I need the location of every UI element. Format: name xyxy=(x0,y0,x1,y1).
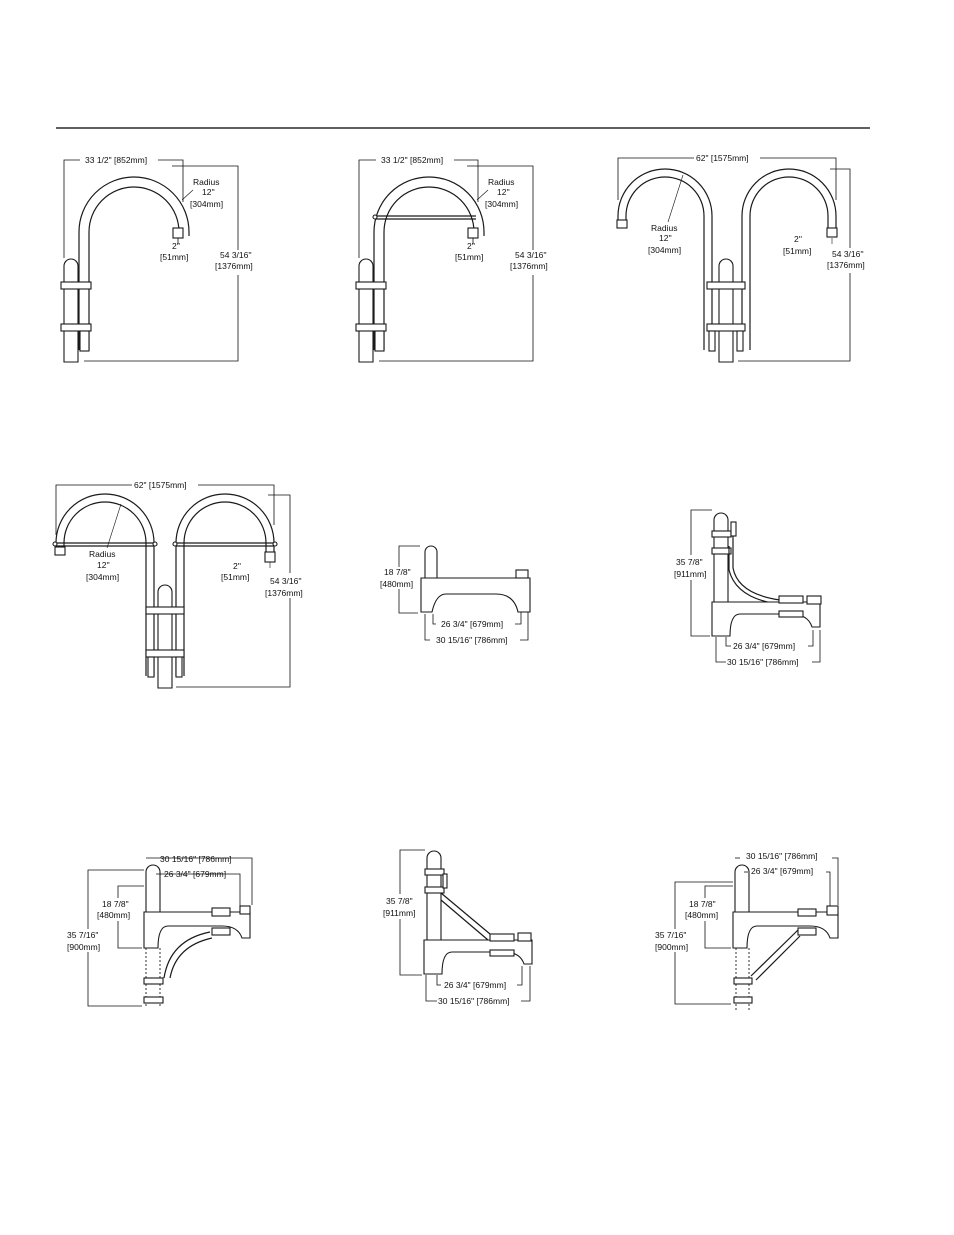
bracket-body xyxy=(143,864,251,1008)
drop-mm-label: [51mm] xyxy=(221,572,249,582)
dimension-lines xyxy=(358,159,534,362)
reach-outer-label: 30 15/16" [786mm] xyxy=(436,635,508,645)
bracket-body xyxy=(732,864,839,1010)
height-inch-label: 54 3/16'' xyxy=(515,250,547,260)
dimension-lines xyxy=(674,857,839,1005)
radius-label: Radius xyxy=(488,177,514,187)
height-inch-label: 35 7/8" xyxy=(676,557,703,567)
width-label: 33 1/2" [852mm] xyxy=(381,155,443,165)
height-mm-label: [1376mm] xyxy=(510,261,548,271)
reach-inner-label: 26 3/4" [679mm] xyxy=(441,619,503,629)
radius-inch-label: 12'' xyxy=(497,187,510,197)
diagram-double-gooseneck: 62" [1575mm] Radius 12'' [304mm] 2'' [51… xyxy=(616,153,865,363)
radius-mm-label: [304mm] xyxy=(86,572,119,582)
double-gooseneck-pipe xyxy=(52,493,278,676)
bracket-body xyxy=(420,545,531,613)
height-inch-label: 54 3/16'' xyxy=(270,576,302,586)
height-inch-label: 54 3/16'' xyxy=(220,250,252,260)
height-short-inch-label: 18 7/8" xyxy=(102,899,129,909)
radius-inch-label: 12'' xyxy=(97,560,110,570)
height-mm-label: [1376mm] xyxy=(827,260,865,270)
width-label: 33 1/2" [852mm] xyxy=(85,155,147,165)
radius-label: Radius xyxy=(89,549,115,559)
height-short-mm-label: [480mm] xyxy=(97,910,130,920)
diagram-single-gooseneck-crossbar: 33 1/2" [852mm] Radius 12'' [304mm] 2'' … xyxy=(355,155,548,363)
faucet-post xyxy=(145,584,185,689)
height-tall-inch-label: 35 7/16" xyxy=(655,930,686,940)
gooseneck-pipe xyxy=(372,176,485,350)
diagram-double-gooseneck-crossbar: 62" [1575mm] Radius 12'' [304mm] 2'' [51… xyxy=(52,480,303,689)
dimension-lines xyxy=(55,484,291,688)
height-tall-mm-label: [900mm] xyxy=(655,942,688,952)
drop-mm-label: [51mm] xyxy=(783,246,811,256)
height-short-mm-label: [480mm] xyxy=(685,910,718,920)
drop-mm-label: [51mm] xyxy=(455,252,483,262)
gooseneck-pipe xyxy=(78,176,190,350)
height-inch-label: 18 7/8" xyxy=(384,567,411,577)
drop-inch-label: 2'' xyxy=(172,241,180,251)
reach-outer-label: 30 15/16" [786mm] xyxy=(438,996,510,1006)
reach-inner-label: 26 3/4" [679mm] xyxy=(164,869,226,879)
drop-inch-label: 2'' xyxy=(233,561,241,571)
height-mm-label: [911mm] xyxy=(674,569,706,579)
drop-inch-label: 2'' xyxy=(794,234,802,244)
reach-outer-label: 30 15/16" [786mm] xyxy=(746,851,818,861)
diagram-tall-bracket-brace: 35 7/8" [911mm] 26 3/4" [679mm] 30 15/16… xyxy=(383,849,533,1006)
height-tall-inch-label: 35 7/16" xyxy=(67,930,98,940)
radius-mm-label: [304mm] xyxy=(485,199,518,209)
dimension-lines xyxy=(617,157,851,362)
radius-mm-label: [304mm] xyxy=(190,199,223,209)
radius-inch-label: 12'' xyxy=(202,187,215,197)
width-label: 62" [1575mm] xyxy=(134,480,187,490)
radius-inch-label: 12'' xyxy=(659,233,672,243)
diagram-bracket-diagonal-support: 30 15/16" [786mm] 26 3/4" [679mm] 18 7/8… xyxy=(655,851,839,1010)
height-mm-label: [1376mm] xyxy=(215,261,253,271)
faucet-post xyxy=(706,258,746,363)
height-short-inch-label: 18 7/8" xyxy=(689,899,716,909)
radius-label: Radius xyxy=(193,177,219,187)
faucet-post xyxy=(60,258,92,363)
height-mm-label: [480mm] xyxy=(380,579,413,589)
reach-inner-label: 26 3/4" [679mm] xyxy=(751,866,813,876)
dimension-lines xyxy=(63,159,239,362)
dimension-lines xyxy=(399,849,531,1002)
radius-label: Radius xyxy=(651,223,677,233)
reach-outer-label: 30 15/16" [786mm] xyxy=(727,657,799,667)
reach-inner-label: 26 3/4" [679mm] xyxy=(444,980,506,990)
diagram-single-gooseneck: 33 1/2" [852mm] Radius 12'' [304mm] 2'' … xyxy=(60,155,253,363)
height-mm-label: [911mm] xyxy=(383,908,415,918)
height-mm-label: [1376mm] xyxy=(265,588,303,598)
diagram-short-bracket: 18 7/8" [480mm] 26 3/4" [679mm] 30 15/16… xyxy=(380,545,531,645)
diagram-bracket-curved-support: 30 15/16" [786mm] 26 3/4" [679mm] 18 7/8… xyxy=(67,854,253,1008)
width-label: 62" [1575mm] xyxy=(696,153,749,163)
bracket-body xyxy=(423,850,533,975)
height-tall-mm-label: [900mm] xyxy=(67,942,100,952)
double-gooseneck-pipe xyxy=(616,168,838,350)
drop-inch-label: 2'' xyxy=(467,241,475,251)
dimension-lines xyxy=(690,509,821,663)
radius-mm-label: [304mm] xyxy=(648,245,681,255)
bracket-body xyxy=(711,512,822,637)
reach-outer-label: 30 15/16" [786mm] xyxy=(160,854,232,864)
height-inch-label: 54 3/16'' xyxy=(832,249,864,259)
dimension-lines xyxy=(87,857,253,1007)
reach-inner-label: 26 3/4" [679mm] xyxy=(733,641,795,651)
faucet-post xyxy=(355,258,387,363)
diagram-tall-bracket-hose: 35 7/8" [911mm] 26 3/4" [679mm] 30 15/16… xyxy=(674,509,822,667)
drop-mm-label: [51mm] xyxy=(160,252,188,262)
dimension-lines xyxy=(398,545,529,641)
height-inch-label: 35 7/8" xyxy=(386,896,413,906)
